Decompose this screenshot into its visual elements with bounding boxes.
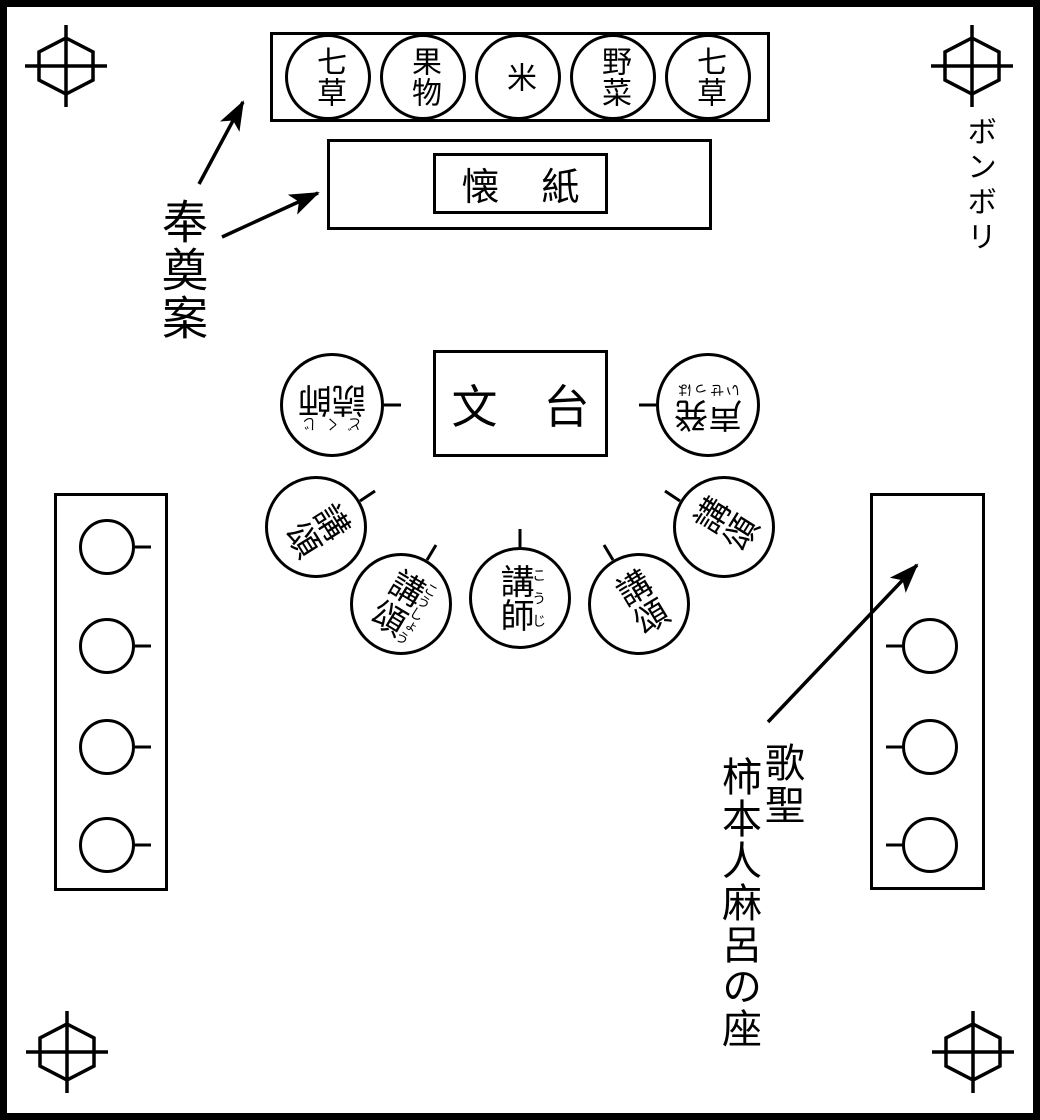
- koji-seat: 講師こうじ: [469, 547, 571, 649]
- kosho-label: 講頌: [685, 493, 763, 561]
- offering-dish: 七草: [285, 34, 371, 120]
- offering-dish: 野菜: [570, 34, 656, 120]
- attendant-seat: [79, 618, 135, 674]
- kosho-seat: 講頌: [265, 476, 367, 578]
- bonbori-label: ボンボリ: [962, 116, 995, 256]
- bonbori-lantern-icon: [929, 23, 1015, 109]
- attendant-seat: [902, 618, 958, 674]
- attendant-seat: [79, 519, 135, 575]
- hoten-arrow-lower: [221, 191, 320, 239]
- kosho-label: 講頌こうしょう: [361, 561, 441, 647]
- kasei-label: 歌聖: [759, 742, 804, 826]
- hitomaro-seat-label: 柿本人麻呂の座: [716, 756, 761, 1050]
- kosho-seat: 講頌こうしょう: [350, 553, 452, 655]
- bonbori-lantern-icon: [24, 1009, 110, 1095]
- offering-dish-label: 野菜: [597, 46, 630, 108]
- attendant-seat: [79, 719, 135, 775]
- kosho-seat: 講頌: [673, 476, 775, 578]
- dokuji-seat: 読師どくじ: [280, 353, 384, 457]
- offering-dish-label: 七草: [692, 46, 725, 108]
- bonbori-lantern-icon: [930, 1009, 1016, 1095]
- kosho-label: 講頌: [277, 493, 355, 561]
- offering-dish: 七草: [665, 34, 751, 120]
- attendant-seat: [902, 719, 958, 775]
- kosho-seat: 講頌: [588, 553, 690, 655]
- dokuji-label: 読師どくじ: [298, 379, 366, 430]
- kosho-label: 講頌: [605, 565, 673, 643]
- hoten-an-label: 奉奠案: [156, 198, 207, 342]
- bundai-stand: 文台: [433, 350, 608, 457]
- kaishi-paper: 懐紙: [433, 153, 608, 214]
- kaishi-label: 懐紙: [461, 167, 622, 209]
- attendant-seat: [902, 817, 958, 873]
- hassei-label: はっせい 発声: [674, 380, 742, 432]
- bonbori-lantern-icon: [23, 23, 109, 109]
- attendant-seat: [79, 817, 135, 873]
- offering-dish-label: 七草: [312, 46, 345, 108]
- bundai-label: 文台: [451, 381, 636, 433]
- offering-dish-label: 果物: [407, 46, 440, 108]
- offering-dish: 米: [475, 34, 561, 120]
- hassei-seat: はっせい 発声: [656, 353, 760, 457]
- offering-dish-label: 米: [502, 61, 535, 93]
- koji-label: 講師こうじ: [495, 564, 546, 632]
- hoten-arrow-upper: [197, 100, 245, 185]
- offering-dish: 果物: [380, 34, 466, 120]
